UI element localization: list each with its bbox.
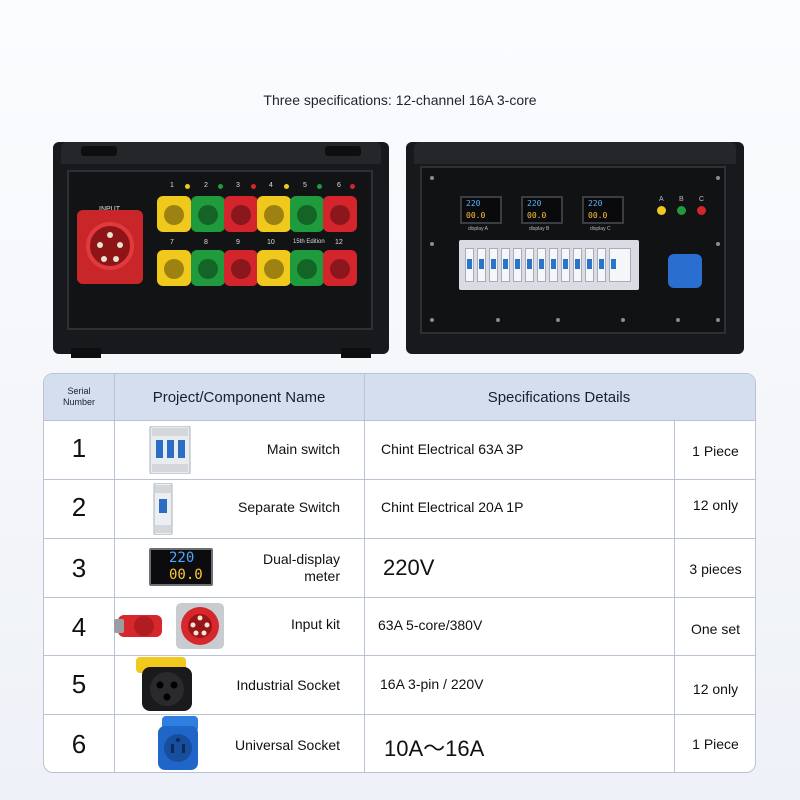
inlet-label: INPUT	[99, 206, 120, 213]
phase-c-indicator-icon	[697, 206, 706, 215]
header-project: Project/Component Name	[152, 388, 326, 406]
spec-detail: 16A 3-pin / 220V	[380, 676, 484, 692]
separate-switch-icon	[152, 482, 174, 536]
socket-box-front: INPUT 1 2 3 4 5 6 7 8 9 10	[53, 142, 389, 358]
socket-number: 2	[204, 182, 208, 189]
yellow-socket-icon	[257, 196, 291, 232]
spec-detail: Chint Electrical 63A 3P	[381, 441, 524, 457]
quantity: 12 only	[692, 681, 739, 697]
component-name: Separate Switch	[238, 499, 340, 515]
green-socket-icon	[191, 196, 225, 232]
red-socket-icon	[323, 196, 357, 232]
table-row: 2 Separate Switch Chint Electrical 20A 1…	[44, 479, 755, 538]
meter-label: display C	[590, 226, 611, 232]
socket-number: 5	[303, 182, 307, 189]
serial-number: 1	[71, 433, 87, 463]
input-kit-icon	[114, 601, 242, 651]
industrial-socket-icon	[136, 657, 200, 713]
socket-number: 10	[267, 239, 275, 246]
serial-number: 6	[71, 729, 87, 759]
dual-display-meter-icon: 220 00.0	[149, 548, 213, 586]
quantity: 1 Piece	[692, 443, 739, 459]
meter-label: display B	[529, 226, 550, 232]
spec-detail: Chint Electrical 20A 1P	[381, 499, 524, 515]
socket-number: 9	[236, 239, 240, 246]
main-switch-icon	[148, 425, 192, 475]
spec-detail: 220V	[383, 555, 435, 580]
quantity: One set	[690, 621, 741, 637]
table-header	[44, 374, 755, 420]
header-serial: Serial Number	[62, 386, 95, 407]
meter-label: display A	[468, 226, 489, 232]
quantity: 12 only	[692, 497, 739, 513]
green-socket-icon	[290, 250, 324, 286]
headline: Three specifications: 12-channel 16A 3-c…	[263, 92, 537, 108]
table-row: 5 Industrial Socket 16A 3-pin / 220V 12 …	[44, 655, 755, 714]
serial-number: 5	[71, 669, 87, 699]
component-name: Industrial Socket	[236, 677, 341, 693]
breaker-rail	[459, 240, 639, 290]
universal-socket-icon	[668, 254, 702, 288]
phase-b-indicator-icon	[677, 206, 686, 215]
phase-label: C	[699, 196, 705, 203]
green-socket-icon	[290, 196, 324, 232]
yellow-socket-icon	[157, 196, 191, 232]
component-name: Universal Socket	[234, 737, 340, 753]
spec-detail: 10A～16A	[384, 736, 485, 761]
serial-number: 2	[71, 492, 87, 522]
yellow-socket-icon	[157, 250, 191, 286]
socket-number: 7	[170, 239, 174, 246]
spec-table: Serial Number Project/Component Name Spe…	[43, 373, 756, 773]
phase-label: B	[679, 196, 684, 203]
socket-number: 12	[335, 239, 343, 246]
table-row: 3 220 00.0 Dual-display meter 220V 3 pie…	[44, 538, 755, 597]
yellow-socket-icon	[257, 250, 291, 286]
universal-socket-icon	[156, 716, 202, 772]
table-row: 4 Input kit 63A 5-core/380V One set	[44, 597, 755, 655]
component-name: Input kit	[290, 616, 340, 632]
red-socket-icon	[224, 196, 258, 232]
input-plug-icon	[77, 210, 143, 284]
quantity: 1 Piece	[692, 736, 739, 752]
quantity: 3 pieces	[689, 561, 742, 577]
red-socket-icon	[323, 250, 357, 286]
edition-label: 15th Edition	[293, 239, 325, 245]
serial-number: 3	[71, 553, 87, 583]
meter-amps: 00.0	[169, 567, 203, 583]
socket-number: 3	[236, 182, 240, 189]
product-photo: INPUT 1 2 3 4 5 6 7 8 9 10	[0, 120, 800, 360]
spec-detail: 63A 5-core/380V	[378, 617, 483, 633]
component-name: Main switch	[266, 441, 340, 457]
green-socket-icon	[191, 250, 225, 286]
meter-volts: 220	[169, 550, 195, 566]
socket-number: 4	[269, 182, 273, 189]
table-row: 6 Universal Socket 10A～16A 1 Piece	[44, 714, 755, 772]
table-row: 1 Main switch Chint Electrical 63A 3P 1 …	[44, 420, 755, 479]
phase-a-indicator-icon	[657, 206, 666, 215]
component-name: Dual-display meter	[262, 551, 340, 584]
red-socket-icon	[224, 250, 258, 286]
socket-number: 1	[170, 182, 174, 189]
socket-number: 6	[337, 182, 341, 189]
serial-number: 4	[71, 612, 87, 642]
phase-label: A	[659, 196, 664, 203]
header-spec: Specifications Details	[487, 388, 631, 406]
socket-number: 8	[204, 239, 208, 246]
